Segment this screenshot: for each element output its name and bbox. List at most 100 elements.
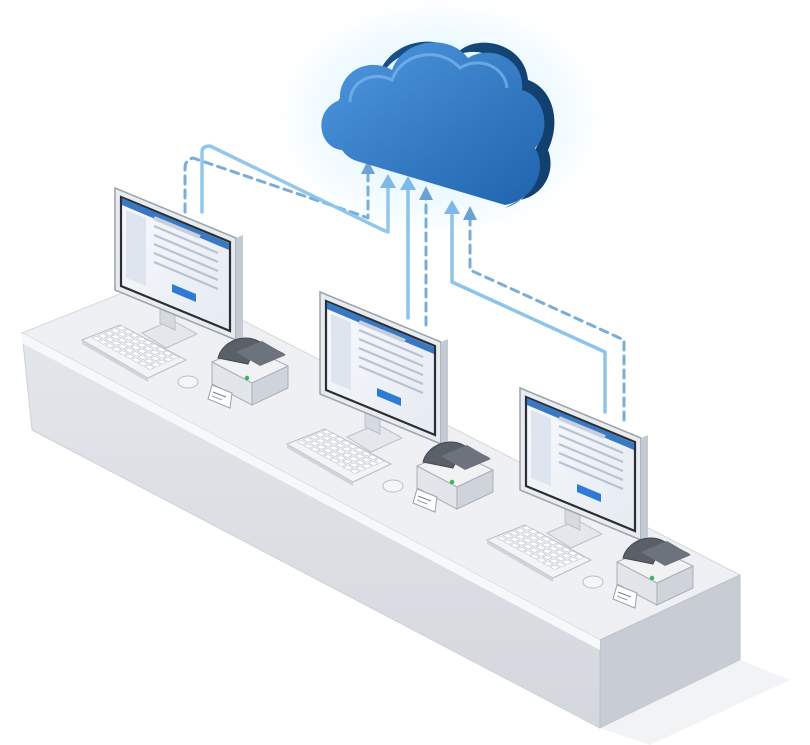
connection-right-dashed	[468, 216, 626, 422]
connection-right-solid	[450, 210, 607, 414]
key	[515, 540, 527, 546]
screen-text-line	[358, 337, 424, 368]
key	[110, 334, 122, 340]
label-printer	[207, 337, 290, 409]
key	[314, 432, 326, 438]
key	[335, 461, 347, 467]
key	[110, 340, 122, 346]
key	[342, 465, 354, 471]
key	[321, 435, 333, 441]
screen-text-line	[358, 364, 424, 395]
key	[97, 339, 109, 345]
key	[354, 453, 366, 459]
key	[573, 554, 585, 560]
screen-text-line	[558, 460, 624, 491]
screen-header	[527, 398, 634, 450]
key	[509, 543, 521, 549]
printed-label	[412, 488, 438, 513]
key	[367, 460, 379, 467]
cloud-body	[321, 42, 545, 206]
key	[502, 539, 514, 545]
printed-label	[207, 384, 233, 409]
mouse	[582, 575, 604, 589]
key	[347, 443, 359, 450]
key	[328, 445, 340, 451]
key	[322, 454, 334, 460]
mouse	[382, 479, 404, 493]
cloud-icon	[321, 41, 555, 208]
key	[137, 361, 149, 367]
key	[361, 457, 373, 463]
key	[527, 529, 539, 535]
key	[130, 345, 142, 351]
screen-text-line	[558, 424, 624, 455]
monitor-back-edge	[641, 435, 648, 540]
key	[104, 343, 116, 349]
screen-button	[577, 484, 601, 502]
key	[354, 459, 366, 466]
key	[335, 455, 347, 461]
key	[535, 545, 547, 551]
key	[355, 466, 367, 472]
label-printer	[412, 441, 495, 513]
mouse	[177, 375, 199, 389]
key	[308, 434, 320, 440]
key	[502, 533, 514, 539]
screen-button	[172, 284, 196, 302]
key	[509, 536, 521, 543]
key	[122, 329, 134, 335]
key	[335, 449, 347, 455]
screen-text-line	[558, 451, 624, 482]
workstation-left	[80, 186, 290, 409]
screen-text-line	[358, 320, 406, 343]
key	[547, 546, 559, 552]
key	[334, 436, 346, 442]
key	[296, 439, 308, 446]
key	[548, 552, 560, 558]
key	[554, 543, 566, 549]
key	[341, 452, 353, 458]
key	[144, 364, 156, 370]
key	[340, 440, 352, 446]
screen-sidebar	[126, 210, 146, 286]
monitor-screen	[324, 299, 437, 437]
screen-sidebar	[331, 314, 351, 390]
key	[547, 539, 559, 546]
key	[103, 330, 115, 336]
key	[521, 531, 533, 537]
key	[315, 444, 327, 450]
key	[348, 462, 360, 468]
monitor-back-edge	[236, 235, 243, 340]
screen-header	[122, 198, 229, 250]
monitor-back-edge	[441, 339, 448, 444]
arrow-up-icon	[444, 200, 460, 214]
label-printer	[612, 537, 695, 609]
arrow-up-icon	[400, 176, 416, 190]
key	[117, 344, 129, 350]
key	[514, 528, 526, 534]
screen-text-line	[153, 216, 201, 239]
key	[316, 450, 328, 456]
key	[302, 437, 314, 443]
screen-text-line	[153, 251, 219, 282]
arrow-up-icon	[463, 206, 477, 220]
screen-text-line	[358, 328, 424, 359]
key	[373, 458, 385, 464]
key	[535, 551, 547, 557]
key	[528, 547, 540, 553]
monitor-screen	[524, 395, 637, 533]
workstations	[80, 186, 695, 609]
arrow-up-icon	[419, 186, 433, 200]
key	[542, 561, 554, 567]
status-light-icon	[244, 375, 250, 381]
arrow-up-icon	[380, 174, 396, 188]
screen-text-line	[153, 260, 219, 291]
key	[136, 348, 148, 354]
key	[123, 347, 135, 353]
key	[535, 557, 547, 563]
connection-left-dashed	[183, 156, 370, 220]
key	[309, 440, 321, 447]
workstation-right	[485, 386, 695, 609]
key	[529, 553, 541, 560]
